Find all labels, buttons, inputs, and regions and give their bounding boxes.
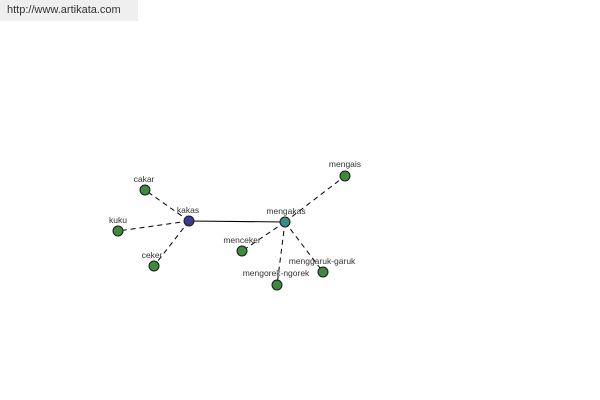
node-kuku[interactable] (112, 225, 124, 237)
node-label-mengakas[interactable]: mengakas (266, 206, 305, 216)
node-label-cakar[interactable]: cakar (134, 174, 155, 184)
node-mengakas[interactable] (279, 216, 291, 228)
node-cakar[interactable] (139, 184, 151, 196)
node-label-menggaruk-garuk[interactable]: menggaruk-garuk (289, 256, 356, 266)
edge-kakas-ceker (153, 220, 190, 267)
node-label-ceker[interactable]: ceker (142, 250, 163, 260)
node-mengorek-ngorek[interactable] (271, 279, 283, 291)
edge-kakas-kuku (117, 220, 190, 232)
node-label-mengais[interactable]: mengais (329, 159, 361, 169)
site-url[interactable]: http://www.artikata.com (0, 0, 138, 21)
edge-kakas-mengakas (188, 220, 286, 223)
node-label-kakas[interactable]: kakas (177, 205, 199, 215)
node-menggaruk-garuk[interactable] (317, 266, 329, 278)
node-kakas[interactable] (183, 215, 195, 227)
graph-nodes (112, 170, 351, 291)
graph-labels: kakas mengakas cakar kuku ceker mengais mencek… (109, 159, 361, 278)
edge-mengakas-menggaruk-garuk (284, 221, 324, 273)
node-label-mengorek-ngorek[interactable]: mengorek-ngorek (243, 268, 310, 278)
node-mengais[interactable] (339, 170, 351, 182)
node-menceker[interactable] (236, 245, 248, 257)
edge-mengakas-mengais (284, 175, 346, 223)
node-label-menceker[interactable]: menceker (223, 235, 260, 245)
node-ceker[interactable] (148, 260, 160, 272)
edge-mengakas-mengorek-ngorek (276, 221, 286, 286)
graph-edges (117, 175, 346, 286)
node-label-kuku[interactable]: kuku (109, 215, 127, 225)
